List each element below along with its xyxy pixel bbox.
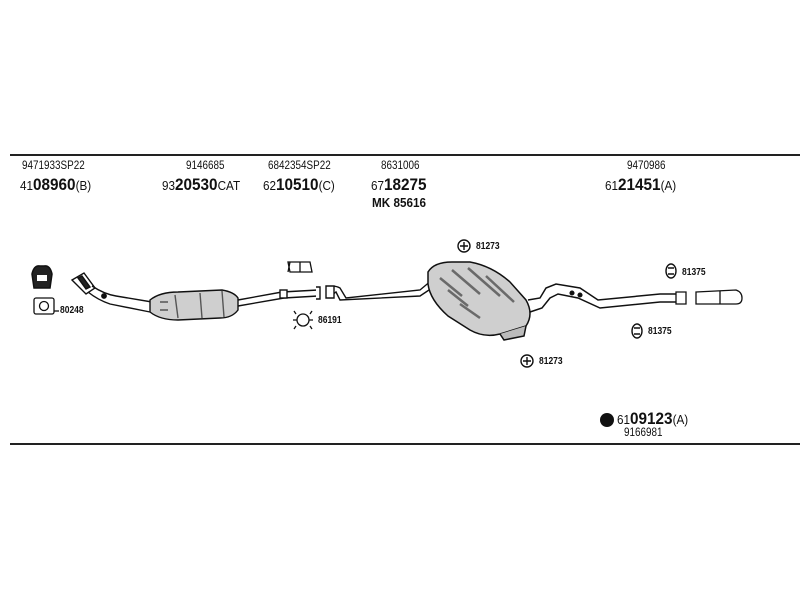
clamp-icon bbox=[293, 310, 313, 330]
callout-rear-hanger-bottom: 81375 bbox=[648, 326, 672, 337]
rear-hanger-icon-bottom bbox=[631, 323, 643, 339]
intermediate-pipe-icon bbox=[325, 279, 433, 301]
hanger-icon-top bbox=[457, 239, 471, 253]
kit-bullet-icon bbox=[600, 413, 614, 427]
middle-silencer-icon bbox=[427, 261, 680, 341]
hanger-icon-bottom bbox=[520, 354, 534, 368]
rear-hanger-icon-top bbox=[665, 263, 677, 279]
callout-hanger-top: 81273 bbox=[476, 241, 500, 252]
part-ref: 9470986 bbox=[627, 160, 666, 172]
callout-clamp: 86191 bbox=[318, 315, 342, 326]
gasket-icon bbox=[33, 297, 59, 315]
connector-sleeve-icon bbox=[287, 261, 313, 273]
part-ref: 6842354SP22 bbox=[268, 160, 331, 172]
bottom-rule bbox=[10, 443, 800, 445]
part-ref: 9146685 bbox=[186, 160, 225, 172]
top-rule bbox=[10, 154, 800, 156]
callout-hanger-bottom: 81273 bbox=[539, 356, 563, 367]
kit-ref: 9166981 bbox=[624, 427, 663, 439]
kit-number: 6109123(A) bbox=[617, 409, 689, 428]
part-number: 6210510(C) bbox=[263, 175, 335, 194]
tail-pipe-icon bbox=[695, 289, 743, 305]
callout-rear-hanger-top: 81375 bbox=[682, 267, 706, 278]
part-ref: 9471933SP22 bbox=[22, 160, 85, 172]
part-number: 9320530CAT bbox=[162, 175, 241, 194]
part-ref: 8631006 bbox=[381, 160, 420, 172]
part-number: 6121451(A) bbox=[605, 175, 677, 194]
front-pipe-icon bbox=[70, 272, 153, 313]
rubber-mount-icon bbox=[31, 265, 53, 289]
part-number: 4108960(B) bbox=[20, 175, 92, 194]
part-number: 6718275 bbox=[371, 175, 427, 194]
mounting-kit-number: MK 85616 bbox=[372, 195, 426, 210]
callout-gasket: 80248 bbox=[60, 305, 84, 316]
tail-pipe-sleeve-icon bbox=[675, 291, 687, 305]
catalytic-converter-icon bbox=[149, 286, 321, 321]
